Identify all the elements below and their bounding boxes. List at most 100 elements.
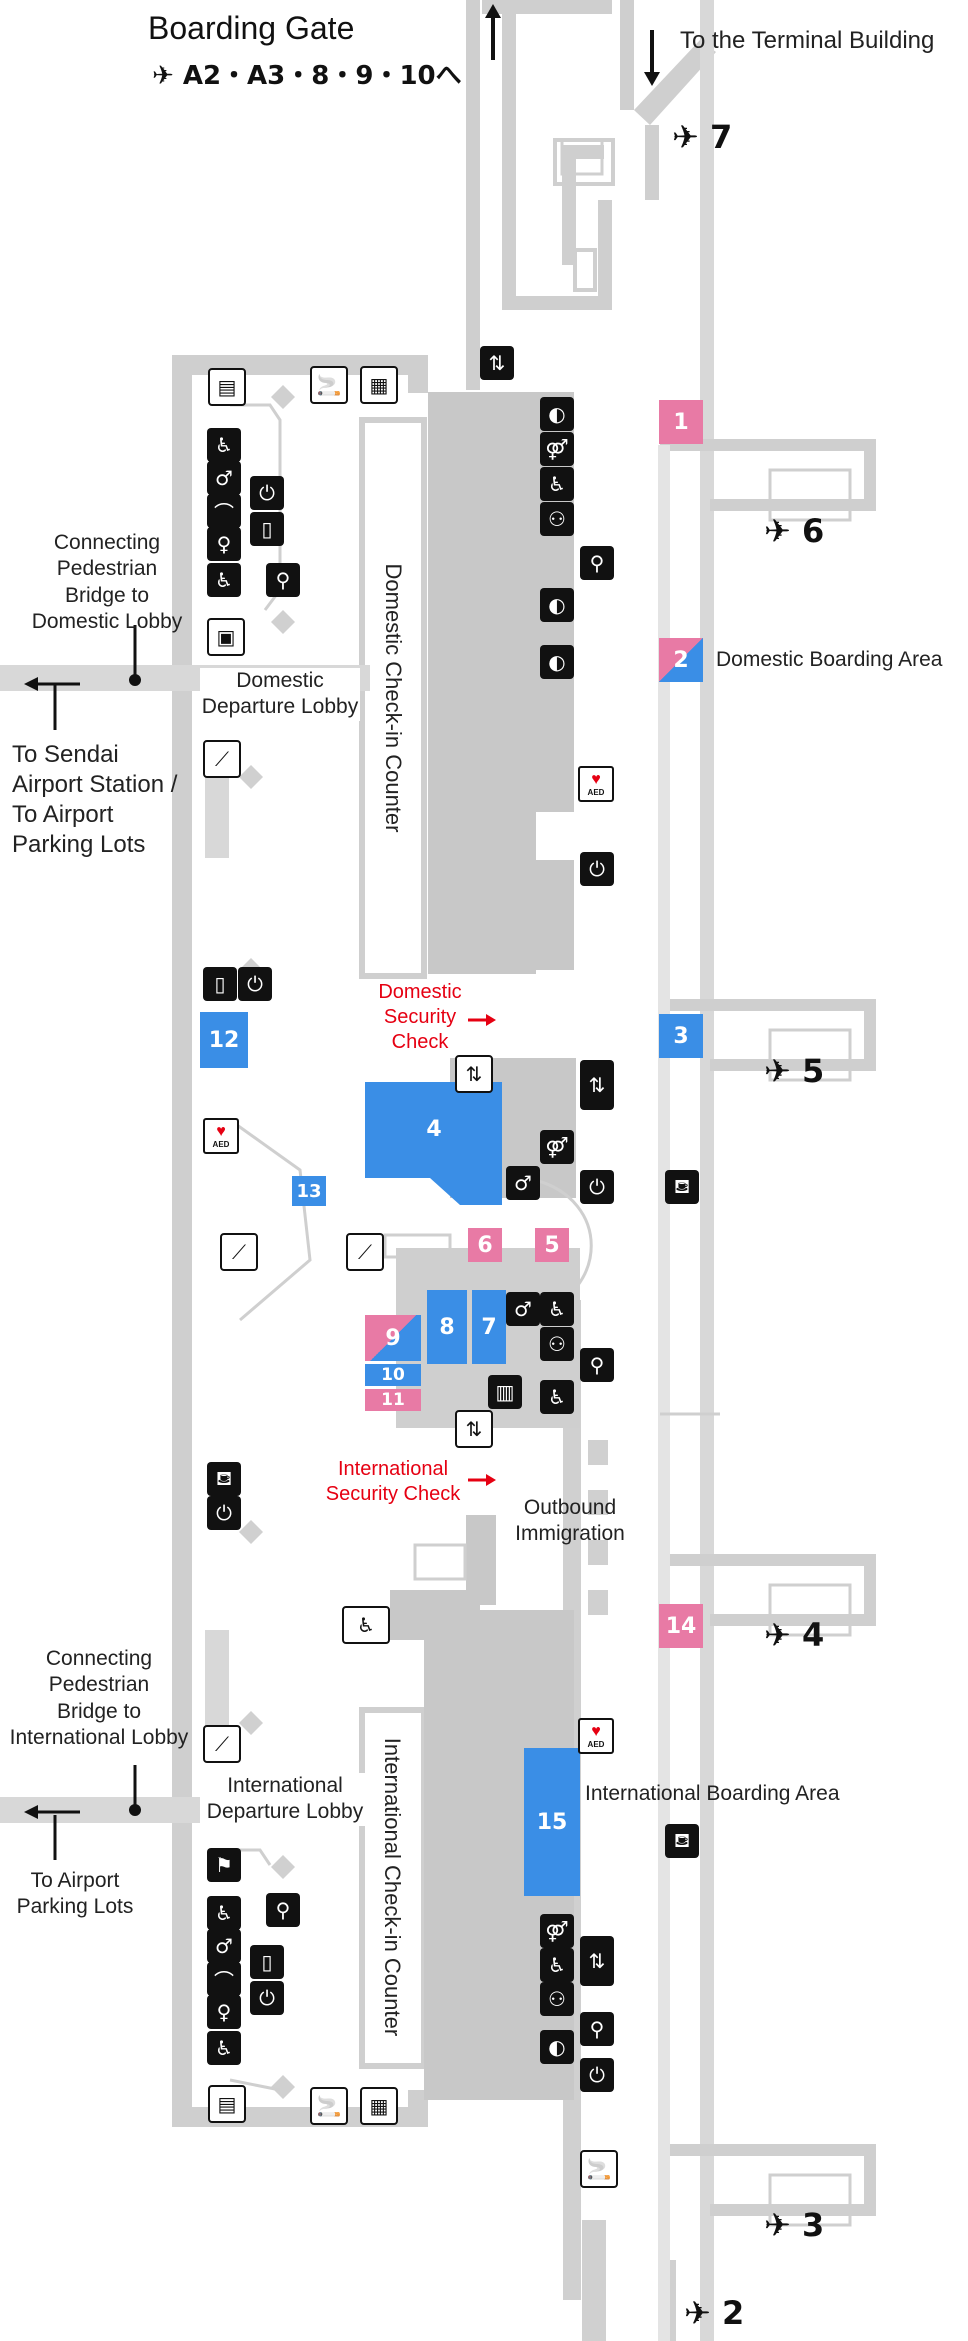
restroom-icon: ⚤: [540, 1130, 574, 1164]
nursing-room-icon: ◐: [540, 588, 574, 622]
gate-14[interactable]: 14: [659, 1604, 703, 1648]
gate-3[interactable]: 3: [659, 1014, 703, 1058]
international-checkin-label: International Check-in Counter: [380, 1737, 405, 2037]
baby-room-icon: ⌒: [207, 1962, 241, 1996]
nursing-room-icon: ◐: [540, 397, 574, 431]
elevator-icon: ⇅: [455, 1410, 493, 1448]
mens-restroom-icon: ♂: [207, 461, 241, 495]
power-outlet-icon: ⏻: [580, 852, 614, 886]
gate-9[interactable]: 9: [365, 1315, 421, 1361]
baby-room-icon: ⌒: [207, 494, 241, 528]
smoking-room-icon: 🚬: [310, 2087, 348, 2125]
prayer-room-icon: ⚑: [207, 1848, 241, 1882]
gate-6[interactable]: 6: [468, 1228, 502, 1262]
gate-5[interactable]: 5: [535, 1228, 569, 1262]
drinking-fountain-icon: ⚲: [580, 2012, 614, 2046]
spot-6: ✈ 6: [764, 512, 825, 550]
charging-icon: ▯: [250, 1945, 284, 1979]
elevator-icon: ⇅: [580, 1936, 614, 1986]
smoking-room-icon: 🚬: [310, 366, 348, 404]
ticket-machine-icon: ▤: [208, 2085, 246, 2123]
domestic-checkin-label: Domestic Check-in Counter: [381, 563, 406, 833]
gate-8[interactable]: 8: [427, 1290, 467, 1364]
information-icon: ▦: [360, 2087, 398, 2125]
spot-3: ✈ 3: [764, 2206, 825, 2244]
accessible-toilet-icon: ♿: [207, 563, 241, 597]
wheelchair-icon: ♿: [207, 1896, 241, 1930]
nursing-room-icon: ◐: [540, 645, 574, 679]
spot-5: ✈ 5: [764, 1052, 825, 1090]
aed-icon: ♥AED: [578, 766, 614, 802]
gate-10[interactable]: 10: [365, 1364, 421, 1386]
gate-4[interactable]: 4: [426, 1116, 442, 1142]
page-title: Boarding Gate: [148, 10, 355, 46]
lounge-icon: ⛾: [665, 1824, 699, 1858]
gate-7[interactable]: 7: [472, 1290, 506, 1364]
charging-icon: ▯: [250, 512, 284, 546]
escalator-icon: ⟋: [203, 1725, 241, 1763]
accessible-restroom-icon: ♿: [540, 1948, 574, 1982]
escalator-icon: ⟋: [346, 1233, 384, 1271]
womens-restroom-icon: ♀: [207, 1995, 241, 2029]
drinking-fountain-icon: ⚲: [580, 1348, 614, 1382]
elevator-icon: ⇅: [455, 1055, 493, 1093]
baggage-icon: ▥: [488, 1375, 522, 1409]
power-outlet-icon: ⏻: [250, 1981, 284, 2015]
family-restroom-icon: ⚇: [540, 1327, 574, 1361]
escalator-icon: ⟋: [220, 1233, 258, 1271]
family-restroom-icon: ⚇: [540, 502, 574, 536]
lounge-icon: ⛾: [665, 1170, 699, 1204]
domestic-boarding-area-label: Domestic Boarding Area: [716, 648, 943, 671]
mens-restroom-icon: ♂: [506, 1166, 540, 1200]
elevator-icon: ⇅: [480, 346, 514, 380]
drinking-fountain-icon: ⚲: [266, 563, 300, 597]
power-outlet-icon: ⏻: [580, 2058, 614, 2092]
gate-13[interactable]: 13: [292, 1176, 326, 1206]
boarding-gates-list: ✈ A2・A3・8・9・10へ: [152, 61, 462, 91]
smoking-room-icon: 🚬: [580, 2150, 618, 2188]
power-outlet-icon: ⏻: [238, 967, 272, 1001]
information-icon: ▦: [360, 366, 398, 404]
gate-15[interactable]: 15: [524, 1748, 580, 1896]
power-outlet-icon: ⏻: [207, 1496, 241, 1530]
drinking-fountain-icon: ⚲: [580, 546, 614, 580]
spot-7: ✈ 7: [672, 118, 733, 156]
aed-icon: ♥AED: [578, 1718, 614, 1754]
charging-icon: ▯: [203, 967, 237, 1001]
drinking-fountain-icon: ⚲: [266, 1893, 300, 1927]
escalator-icon: ⟋: [203, 740, 241, 778]
restroom-icon: ⚤: [540, 432, 574, 466]
womens-restroom-icon: ♀: [207, 527, 241, 561]
nursing-room-icon: ◐: [540, 2030, 574, 2064]
accessible-restroom-icon: ♿: [540, 467, 574, 501]
accessible-route-icon: ♿: [342, 1606, 390, 1644]
accessible-toilet-icon: ♿: [540, 1380, 574, 1414]
gate-11[interactable]: 11: [365, 1389, 421, 1411]
gate-12[interactable]: 12: [200, 1012, 248, 1068]
spot-2: ✈ 2: [684, 2294, 745, 2332]
wheelchair-icon: ♿: [207, 428, 241, 462]
accessible-restroom-icon: ♿: [540, 1292, 574, 1326]
ticket-machine-icon: ▤: [208, 368, 246, 406]
international-boarding-area-label: International Boarding Area: [585, 1782, 840, 1805]
gate-2[interactable]: 2: [659, 638, 703, 682]
elevator-icon: ⇅: [580, 1060, 614, 1110]
lounge-icon: ⛾: [207, 1462, 241, 1496]
atm-icon: ▣: [207, 618, 245, 656]
mens-restroom-icon: ♂: [506, 1292, 540, 1326]
aed-icon: ♥AED: [203, 1118, 239, 1154]
spot-4: ✈ 4: [764, 1616, 825, 1654]
power-outlet-icon: ⏻: [580, 1170, 614, 1204]
accessible-toilet-icon: ♿: [207, 2031, 241, 2065]
gate-1[interactable]: 1: [659, 400, 703, 444]
